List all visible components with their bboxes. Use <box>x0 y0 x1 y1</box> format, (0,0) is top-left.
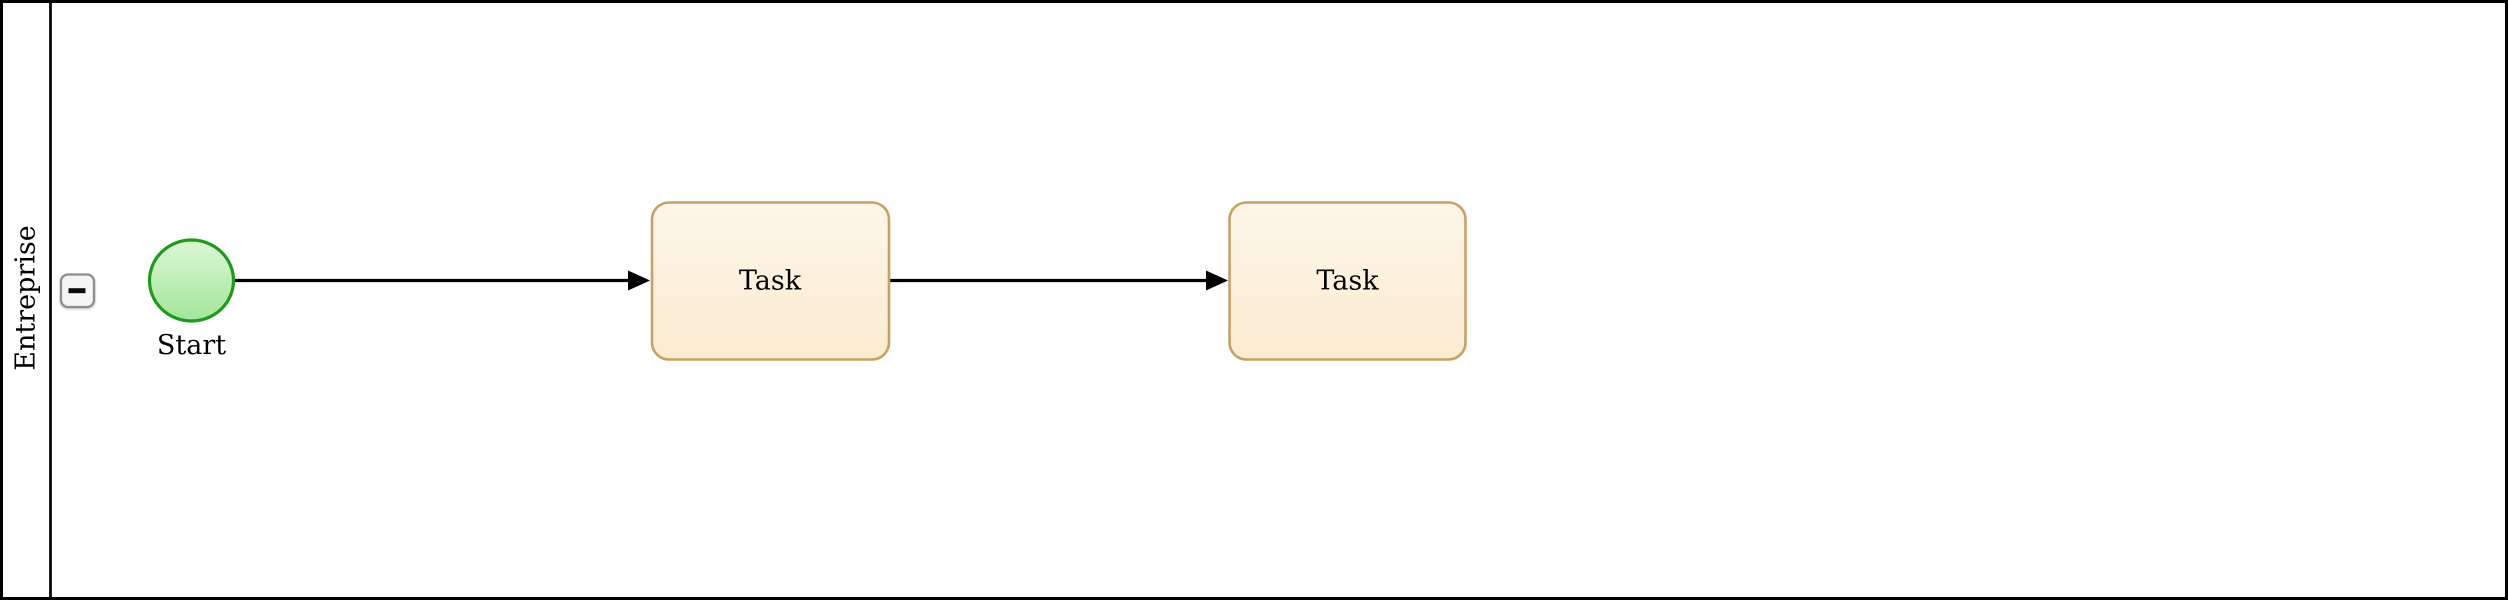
minus-icon <box>68 288 86 294</box>
task-2-box[interactable] <box>1228 201 1467 361</box>
pool-label: Entreprise <box>11 225 42 371</box>
task-1-box[interactable] <box>650 201 891 361</box>
task-2[interactable]: Task <box>1228 201 1467 361</box>
task-1[interactable]: Task <box>650 201 891 361</box>
sequence-flow-arrowhead-icon <box>1206 270 1228 291</box>
start-event-label: Start <box>157 330 226 361</box>
pool-collapse-button[interactable] <box>59 273 96 309</box>
task-2-label: Task <box>1316 266 1379 297</box>
task-1-label: Task <box>739 266 802 297</box>
start-event[interactable]: Start <box>147 238 236 361</box>
sequence-flow-task1-task2[interactable] <box>890 270 1228 291</box>
sequence-flow-start-task1[interactable] <box>233 270 650 291</box>
sequence-flow-arrowhead-icon <box>628 270 650 291</box>
start-event-circle[interactable] <box>147 238 236 323</box>
